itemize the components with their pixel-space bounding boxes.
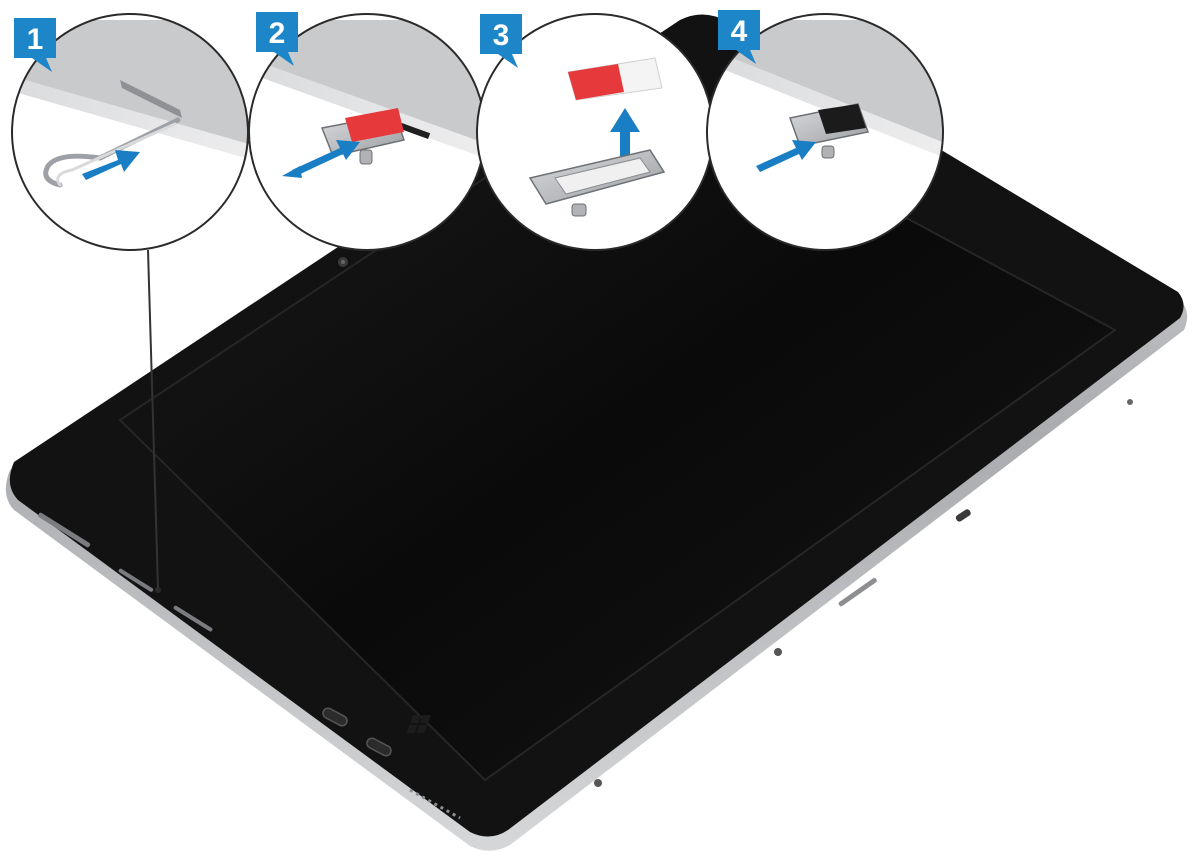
svg-text:4: 4 (731, 15, 748, 48)
svg-text:1: 1 (27, 23, 44, 56)
svg-text:3: 3 (493, 19, 510, 52)
svg-text:2: 2 (269, 17, 286, 50)
